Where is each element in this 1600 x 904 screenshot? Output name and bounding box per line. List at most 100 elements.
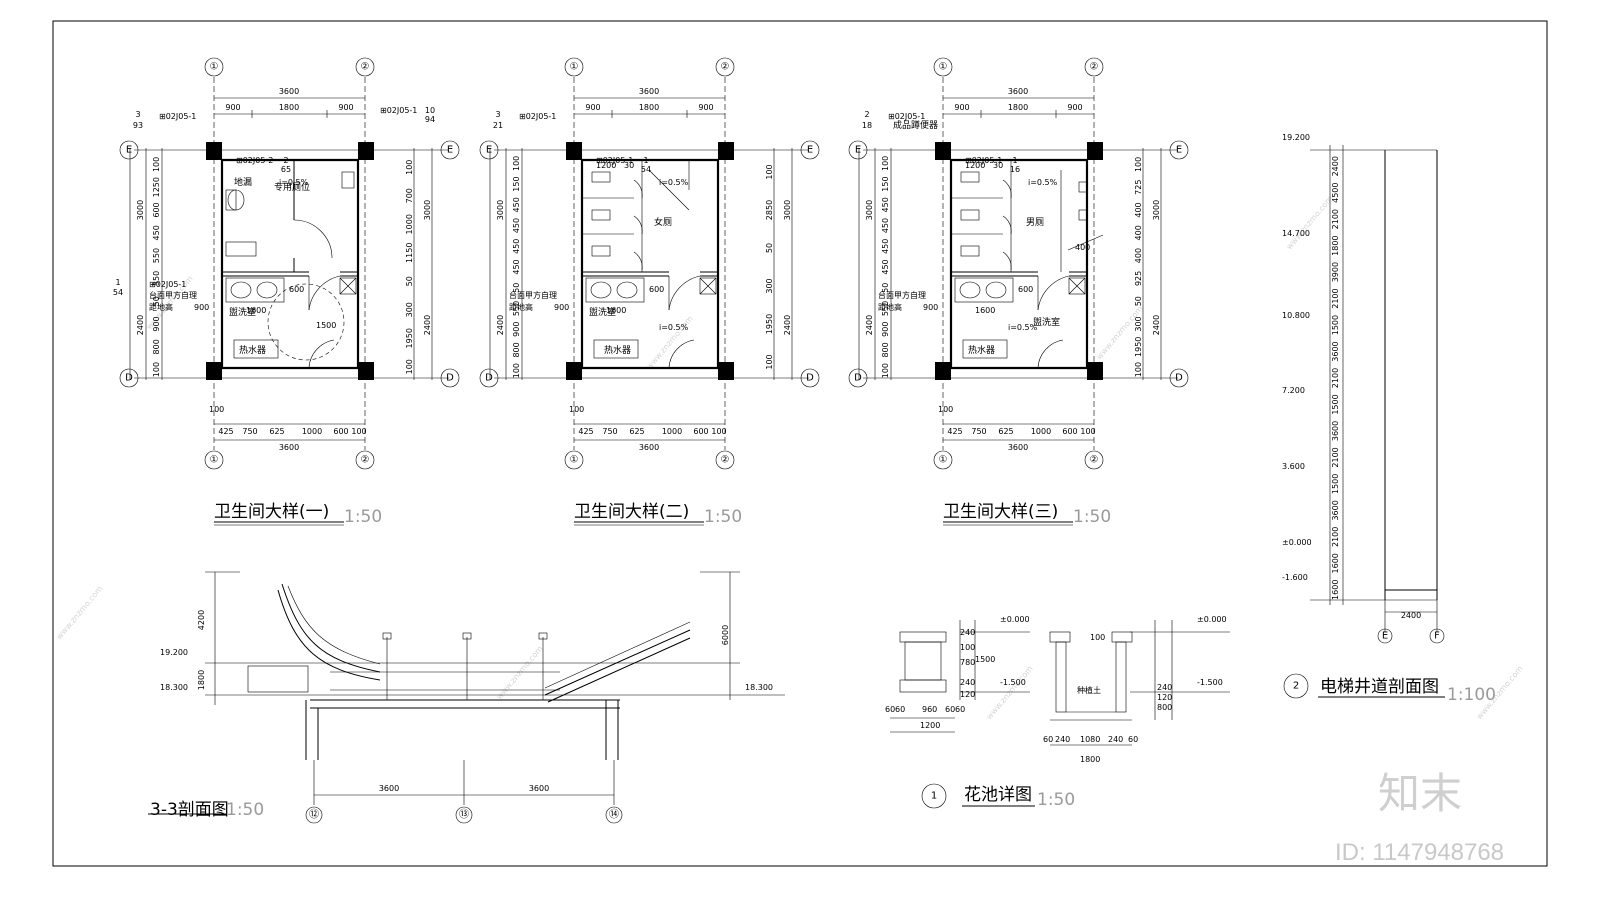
planter-detail bbox=[890, 620, 1230, 809]
dim-right: 100 bbox=[405, 160, 414, 175]
axis-bubble-d: D bbox=[854, 373, 862, 384]
dim-left: 450 bbox=[881, 259, 890, 274]
dim-left: 900 bbox=[152, 316, 161, 331]
elevator-seg-dim: 3600 bbox=[1331, 421, 1340, 441]
plan-note: 600 bbox=[649, 285, 664, 294]
level: ±0.000 bbox=[1197, 615, 1227, 624]
axis-bubble-2: ② bbox=[721, 62, 730, 73]
plan-three bbox=[847, 56, 1190, 527]
plan-note: 100 bbox=[938, 405, 953, 414]
dim-right: 400 bbox=[1134, 225, 1143, 240]
dim-part: 625 bbox=[998, 427, 1013, 436]
ref-number: 65 bbox=[281, 165, 291, 174]
dim-part: 600 bbox=[333, 427, 348, 436]
dim-right: 1150 bbox=[405, 243, 414, 263]
dim-part: 1800 bbox=[279, 103, 299, 112]
dim-part: 625 bbox=[269, 427, 284, 436]
dim-left: 100 bbox=[512, 156, 521, 171]
dim-right: 300 bbox=[765, 278, 774, 293]
axis-bubble-2: ② bbox=[361, 62, 370, 73]
dim-right: 2850 bbox=[765, 200, 774, 220]
elevator-seg-dim: 3600 bbox=[1331, 341, 1340, 361]
axis-bubble-12: ⑫ bbox=[309, 809, 319, 821]
planter-fill-label: 种植土 bbox=[1077, 685, 1101, 695]
detail-ref: ⊞02J05-1 bbox=[888, 112, 925, 121]
dim-part: 900 bbox=[338, 103, 353, 112]
axis-bubble-d: D bbox=[1175, 373, 1183, 384]
dim-left: 150 bbox=[881, 176, 890, 191]
dim-left: 100 bbox=[881, 363, 890, 378]
planter-dim: 240 bbox=[960, 678, 975, 687]
ref-number: 54 bbox=[641, 165, 651, 174]
detail-ref: ⊞02J05-1 bbox=[596, 156, 633, 165]
dim-left: 800 bbox=[152, 339, 161, 354]
plan-note: 100 bbox=[569, 405, 584, 414]
plan-note: i=0.5% bbox=[279, 178, 309, 187]
plan-note: 台面甲方自理 bbox=[149, 290, 197, 300]
plan-scale: 1:50 bbox=[1073, 507, 1111, 527]
dim-part: 900 bbox=[225, 103, 240, 112]
elevator-level: ±0.000 bbox=[1282, 538, 1312, 547]
dim-left-total: 3000 bbox=[496, 200, 505, 220]
dim-3600: 3600 bbox=[379, 784, 399, 793]
dim-right: 700 bbox=[405, 188, 414, 203]
planter-dim: 240 bbox=[1108, 735, 1123, 744]
dim-part: 1000 bbox=[302, 427, 322, 436]
elevator-seg-dim: 1600 bbox=[1331, 580, 1340, 600]
plan-note: 1600 bbox=[606, 306, 626, 315]
plan-two bbox=[478, 56, 821, 527]
axis-bubble-e: E bbox=[447, 145, 453, 156]
axis-bubble-2: ② bbox=[1090, 62, 1099, 73]
plan-note: 1500 bbox=[316, 321, 336, 330]
axis-bubble-e: E bbox=[855, 145, 861, 156]
elevator-level: 19.200 bbox=[1282, 133, 1310, 142]
room-label: 地漏 bbox=[234, 176, 252, 188]
dim-left-total: 2400 bbox=[136, 315, 145, 335]
dim-part: 900 bbox=[954, 103, 969, 112]
ref-number: 10 bbox=[425, 106, 435, 115]
planter-dim: 240 bbox=[1157, 683, 1172, 692]
dim-left: 900 bbox=[512, 322, 521, 337]
level-18-300: 18.300 bbox=[160, 683, 188, 692]
ref-number: 18 bbox=[862, 121, 872, 130]
section-3-3 bbox=[148, 571, 785, 824]
dim-left: 50 bbox=[512, 283, 521, 293]
dim-part: 100 bbox=[351, 427, 366, 436]
plan-note: i=0.5% bbox=[659, 323, 689, 332]
plan-scale: 1:50 bbox=[704, 507, 742, 527]
plan-note: 900 bbox=[194, 303, 209, 312]
dim-part: 625 bbox=[629, 427, 644, 436]
room-label: 成品蹲便器 bbox=[893, 119, 938, 131]
ref-number: 21 bbox=[493, 121, 503, 130]
axis-bubble-e: E bbox=[1382, 631, 1388, 642]
dim-left: 450 bbox=[881, 197, 890, 212]
dim-right: 100 bbox=[1134, 362, 1143, 377]
level: -1.500 bbox=[1000, 678, 1026, 687]
image-id: ID: 1147948768 bbox=[1335, 839, 1504, 866]
planter-dim: 120 bbox=[960, 690, 975, 699]
dim-left-total: 3000 bbox=[865, 200, 874, 220]
room-label: 盥洗室 bbox=[229, 306, 256, 318]
elevator-seg-dim: 1600 bbox=[1331, 553, 1340, 573]
elevator-seg-dim: 1500 bbox=[1331, 315, 1340, 335]
axis-bubble-13: ⑬ bbox=[459, 809, 469, 821]
elevator-seg-dim: 1800 bbox=[1331, 235, 1340, 255]
ref-number: 16 bbox=[1010, 165, 1020, 174]
dim-left: 550 bbox=[512, 301, 521, 316]
axis-bubble-d: D bbox=[125, 373, 133, 384]
elevator-seg-dim: 2100 bbox=[1331, 368, 1340, 388]
elevator-seg-dim: 2100 bbox=[1331, 447, 1340, 467]
elevator-level: 14.700 bbox=[1282, 229, 1310, 238]
planter-dim: 100 bbox=[960, 643, 975, 652]
level-18-300-right: 18.300 bbox=[745, 683, 773, 692]
axis-bubble-14: ⑭ bbox=[609, 809, 619, 821]
ref-number: 3 bbox=[135, 110, 140, 119]
dim-right: 725 bbox=[1134, 180, 1143, 195]
dim-left: 600 bbox=[152, 202, 161, 217]
ref-number: 1 bbox=[115, 278, 120, 287]
dim-4200: 4200 bbox=[197, 610, 206, 630]
elevator-seg-dim: 4500 bbox=[1331, 183, 1340, 203]
room-label: 盥洗室 bbox=[1033, 316, 1060, 328]
dim-total: 3600 bbox=[1008, 443, 1028, 452]
